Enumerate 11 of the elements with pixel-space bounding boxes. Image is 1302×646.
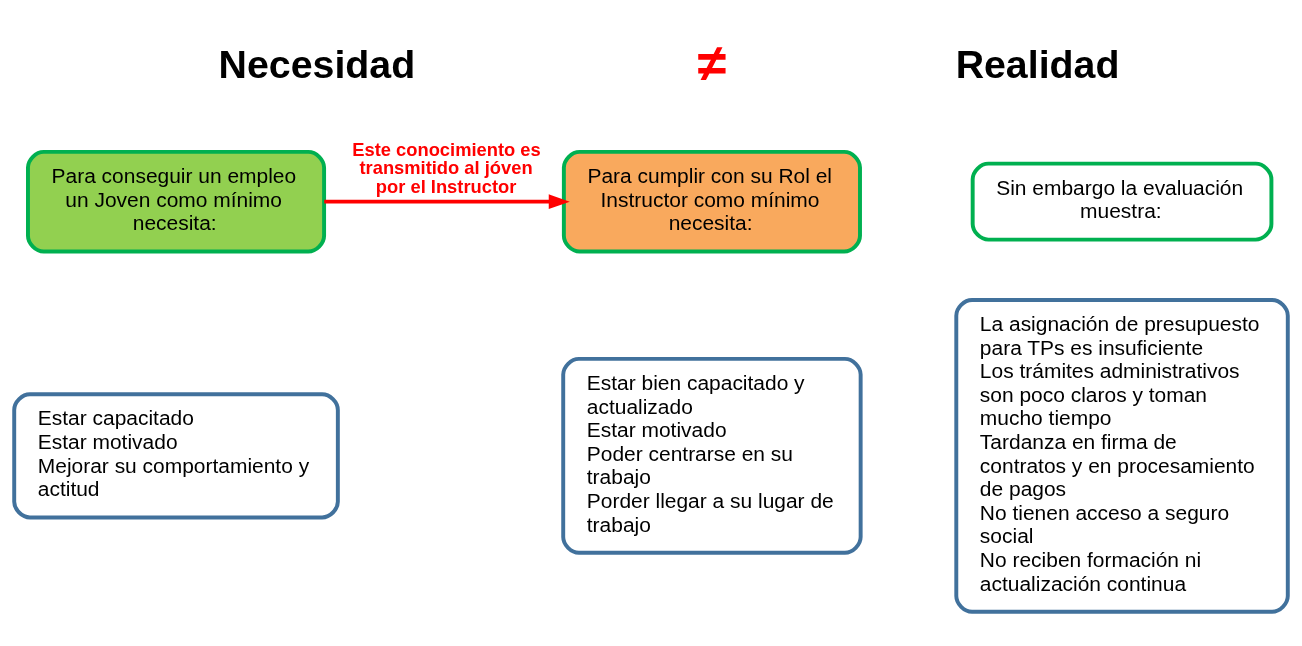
label: ≠	[697, 33, 727, 92]
label: Necesidad	[218, 41, 416, 86]
arrow	[324, 193, 570, 209]
node-box: Sin embargo la evaluación muestra:	[970, 161, 1274, 242]
node-box: Para conseguir un empleo un Joven como mínimo necesita:	[26, 149, 327, 253]
node-box: Para cumplir con su Rol el Instructor como mínimo necesita:	[561, 149, 862, 253]
node-box: Estar capacitado Estar motivado Mejorar su comportamiento y actitud	[12, 391, 340, 519]
label: Realidad	[955, 41, 1120, 86]
edge-label: Este conocimiento es transmitido al jóven por el Instructor	[352, 138, 541, 197]
node-box: Estar bien capacitado y actualizado Estar motivado Poder centrarse en su trabajo Porder llegar a su lugar de trabajo	[561, 356, 863, 555]
node-box: La asignación de presupuesto para TPs es insuficiente Los trámites administrativos son poco claros y toman mucho tiempo Tardanza en firma de contratos y en procesamiento de pagos No tienen acceso a seguro social No reciben formación ni actualización continua	[954, 297, 1290, 614]
